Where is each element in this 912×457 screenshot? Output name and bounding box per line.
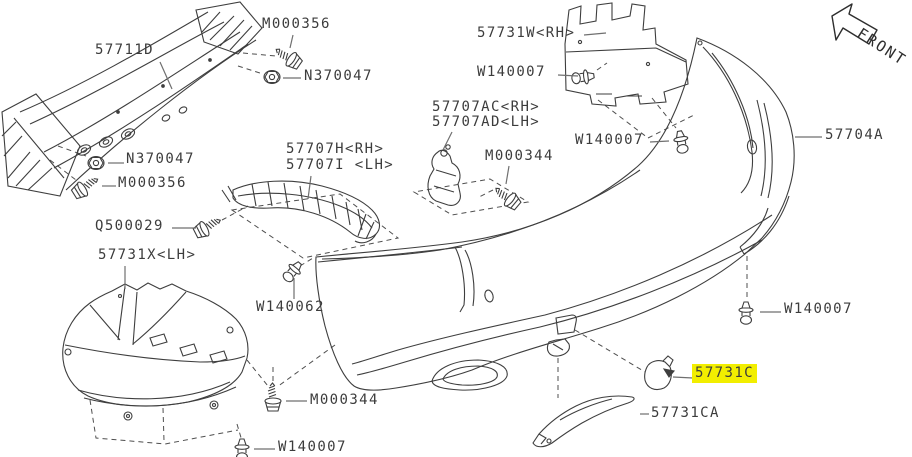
leader-57707h (307, 175, 312, 200)
fastener-icons (69, 41, 754, 457)
front-arrow-icon (831, 3, 878, 45)
screw-icon-m000356-left (69, 172, 103, 202)
dash-beam-to-nut-left (57, 145, 87, 157)
dash-projection-57707ac (412, 178, 530, 216)
leader-57707ac (442, 131, 453, 151)
dashed-assembly-lines (49, 52, 748, 445)
dash-beam-to-screw (242, 52, 277, 57)
dash-beam-to-nut (237, 65, 264, 75)
screw-icon-m000344-top (490, 181, 524, 213)
screw-icon-q500029 (191, 212, 225, 242)
dash-bumper-to-57731c (574, 329, 646, 373)
dash-clip-to-57731w (596, 62, 608, 71)
label-leader-lines (102, 32, 822, 450)
clip-icon-w140007-mid (671, 129, 691, 155)
front-label: FRONT (854, 24, 910, 69)
front-direction-indicator: FRONT (831, 3, 910, 69)
dash-w140062 (299, 257, 314, 267)
leader-w140007-mid (649, 140, 670, 143)
dash-beam-to-screw-left (49, 159, 77, 181)
part-drawing-57731c (644, 355, 676, 391)
clip-icon-w140062 (279, 258, 306, 286)
leader-m000356-top (289, 34, 294, 49)
dash-57731w-to-bumper (597, 99, 697, 139)
leader-57731w (583, 32, 607, 36)
leader-m000344-top (505, 165, 510, 185)
leader-57711d (159, 61, 173, 90)
part-drawing-57704a (315, 37, 795, 391)
clip-icon-w140007-top (570, 68, 596, 87)
dash-shell-bottom (89, 399, 239, 445)
dash-q500029 (221, 205, 249, 221)
part-drawing-57731x (62, 282, 249, 421)
part-drawing-57731ca (532, 395, 635, 448)
clip-icon-w140007-bottom (234, 438, 250, 457)
screw-icon-m000356-top (271, 41, 305, 73)
dash-projection-57707h (230, 193, 400, 259)
dash-m000344-top (478, 189, 494, 198)
leader-w140007-top (557, 74, 579, 77)
leader-57731c (672, 376, 694, 379)
part-drawing-57731w (564, 2, 689, 107)
part-drawing-57707ac-57707ad (427, 144, 461, 206)
clip-icon-w140007-right (738, 301, 754, 325)
part-drawing-57707h-57707i (221, 180, 381, 244)
nut-icon-n370047-top (263, 69, 281, 85)
nut-icon-n370047-left (87, 155, 105, 171)
dash-to-clip-mid (651, 97, 677, 129)
dash-shell-to-screw (246, 359, 269, 387)
dash-bumper-to-screw-bottom (276, 344, 336, 388)
screw-icon-m000344-bottom (264, 382, 282, 412)
dash-shell-to-clip-bottom (236, 423, 243, 442)
part-drawing-57711d (1, 1, 263, 197)
